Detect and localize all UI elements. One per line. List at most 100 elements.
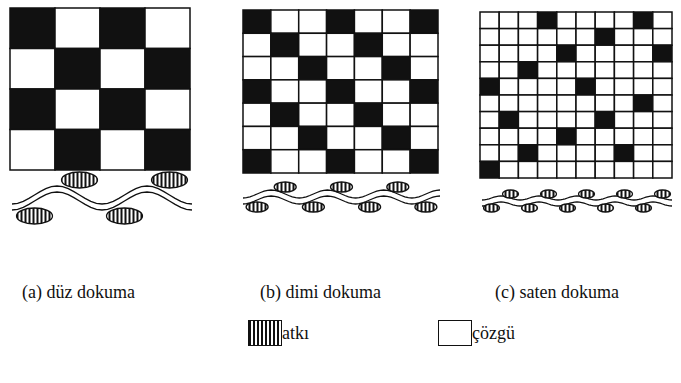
weave-cell: [299, 80, 327, 103]
weave-cell: [55, 49, 100, 90]
weave-cell: [576, 112, 595, 129]
weave-cell: [354, 10, 382, 33]
weave-cell: [410, 126, 438, 149]
yarn-section: [579, 190, 595, 198]
weave-cell: [55, 130, 100, 171]
weave-cell: [354, 103, 382, 126]
weave-cell: [55, 89, 100, 130]
weave-cell: [614, 128, 633, 145]
weave-cell: [480, 29, 499, 46]
weave-cell: [480, 128, 499, 145]
weave-cell: [499, 161, 518, 178]
weave-cell: [243, 33, 271, 56]
weave-cell: [518, 29, 537, 46]
weave-cell: [299, 10, 327, 33]
weave-cell: [499, 145, 518, 162]
weave-cell: [557, 112, 576, 129]
legend-swatch: [438, 320, 472, 346]
weave-cell: [327, 80, 355, 103]
weave-cell: [271, 103, 299, 126]
weave-cell: [55, 8, 100, 49]
weave-cell: [634, 145, 653, 162]
weave-cell: [382, 103, 410, 126]
weave-cell: [271, 150, 299, 173]
plain-weave-grid: [10, 8, 190, 170]
weave-cell: [145, 8, 190, 49]
weave-cell: [595, 128, 614, 145]
weave-cell: [557, 95, 576, 112]
weave-cell: [538, 95, 557, 112]
weave-cell: [271, 80, 299, 103]
weave-cell: [614, 112, 633, 129]
weave-cell: [327, 103, 355, 126]
weave-cell: [653, 128, 672, 145]
legend-swatch: [248, 320, 282, 346]
weave-cell: [538, 62, 557, 79]
yarn-section: [17, 208, 53, 224]
weave-cell: [634, 128, 653, 145]
yarn-section: [62, 172, 98, 188]
weave-cell: [299, 33, 327, 56]
satin-weave-grid: [480, 12, 672, 178]
yarn-section: [484, 204, 500, 212]
weave-cell: [499, 29, 518, 46]
weave-cell: [382, 33, 410, 56]
weave-cell: [10, 89, 55, 130]
weave-cell: [518, 128, 537, 145]
yarn-section: [503, 190, 519, 198]
weave-cell: [634, 95, 653, 112]
weave-cell: [538, 12, 557, 29]
weave-cell: [271, 126, 299, 149]
weave-cell: [595, 145, 614, 162]
yarn-section: [331, 182, 353, 192]
weave-cell: [382, 10, 410, 33]
weave-cell: [595, 29, 614, 46]
weave-cell: [576, 95, 595, 112]
weave-cell: [145, 130, 190, 171]
weave-cell: [576, 12, 595, 29]
weave-cell: [653, 12, 672, 29]
weave-cell: [327, 126, 355, 149]
weave-cell: [653, 145, 672, 162]
weave-cell: [480, 62, 499, 79]
weave-cell: [653, 95, 672, 112]
weave-cell: [410, 150, 438, 173]
weave-cell: [557, 145, 576, 162]
weave-cell: [614, 12, 633, 29]
weave-cell: [576, 128, 595, 145]
legend-text: atkı: [282, 323, 309, 344]
weave-cell: [354, 150, 382, 173]
weave-cell: [518, 45, 537, 62]
weave-cell: [653, 45, 672, 62]
weave-cell: [410, 57, 438, 80]
weave-cell: [557, 45, 576, 62]
yarn-section: [387, 182, 409, 192]
weave-cell: [557, 128, 576, 145]
weave-cell: [595, 45, 614, 62]
weave-cell: [538, 145, 557, 162]
weave-cell: [480, 95, 499, 112]
twill-weave-section: [243, 182, 440, 212]
weave-cell: [557, 12, 576, 29]
weave-cell: [538, 78, 557, 95]
weave-cell: [100, 130, 145, 171]
weave-cell: [410, 80, 438, 103]
weave-cell: [538, 45, 557, 62]
weave-cell: [100, 89, 145, 130]
weave-cell: [518, 161, 537, 178]
weave-cell: [634, 12, 653, 29]
weave-cell: [271, 33, 299, 56]
weave-cell: [634, 29, 653, 46]
weave-cell: [480, 145, 499, 162]
yarn-section: [302, 202, 324, 212]
weave-cell: [145, 89, 190, 130]
weave-cell: [299, 103, 327, 126]
weave-cell: [595, 161, 614, 178]
weave-cell: [557, 161, 576, 178]
weave-cell: [634, 112, 653, 129]
weave-cell: [243, 103, 271, 126]
weave-cell: [499, 62, 518, 79]
weave-cell: [576, 45, 595, 62]
weave-cell: [614, 161, 633, 178]
